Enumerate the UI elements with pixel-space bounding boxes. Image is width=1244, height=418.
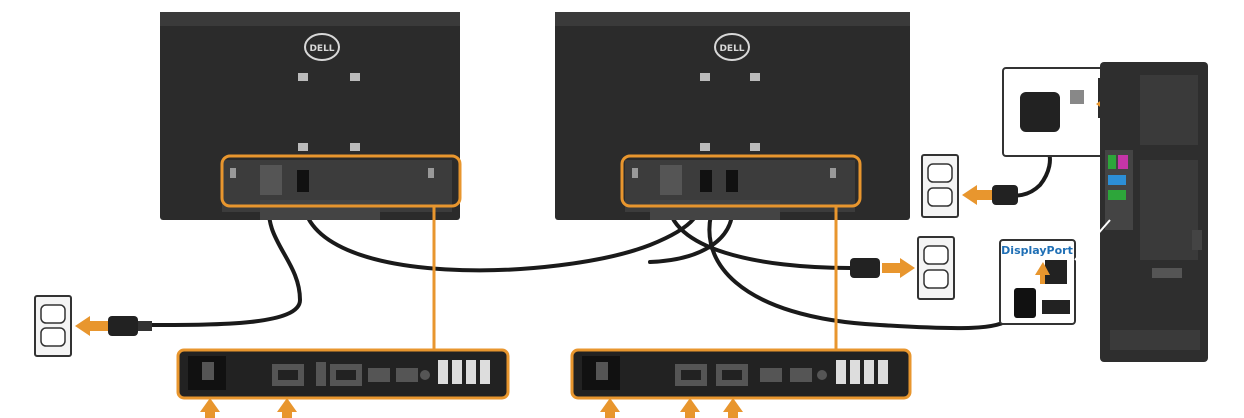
power-plug-icon: [850, 258, 880, 278]
io-panel-zoom: [176, 348, 510, 400]
arrow-left-icon: [962, 185, 992, 205]
callout-lines: [432, 206, 838, 350]
displayport-label: DisplayPort: [1001, 244, 1073, 257]
dell-logo-text: DELL: [309, 44, 334, 54]
monitor-back-left: DELL: [160, 12, 462, 220]
power-plug-icon: [992, 185, 1018, 205]
highlight-box-left: [220, 154, 462, 208]
arrow-up-icon: [200, 398, 220, 418]
arrow-up-icon: [723, 398, 743, 418]
desktop-pc-tower-icon: [1100, 62, 1208, 362]
displayport-connector-icon: [1014, 288, 1036, 318]
monitor-back-right: DELL: [555, 12, 910, 220]
dell-logo-text: DELL: [719, 44, 744, 54]
power-outlet-icon: [34, 295, 72, 357]
arrow-right-icon: [882, 258, 915, 278]
displayport-zoom: DisplayPort: [999, 239, 1076, 325]
dell-logo-icon: [714, 33, 750, 61]
power-plug-icon: [108, 316, 152, 336]
arrow-up-icon: [277, 398, 297, 418]
arrow-up-icon: [600, 398, 620, 418]
highlight-box-right: [620, 154, 862, 208]
io-panel-zoom: [570, 348, 912, 400]
dell-logo-icon: [304, 33, 340, 61]
arrow-left-icon: [75, 316, 108, 336]
power-outlet-icon: [921, 154, 959, 218]
power-cable-left: [148, 198, 303, 327]
arrow-up-icon: [680, 398, 700, 418]
power-outlet-icon: [917, 236, 955, 300]
